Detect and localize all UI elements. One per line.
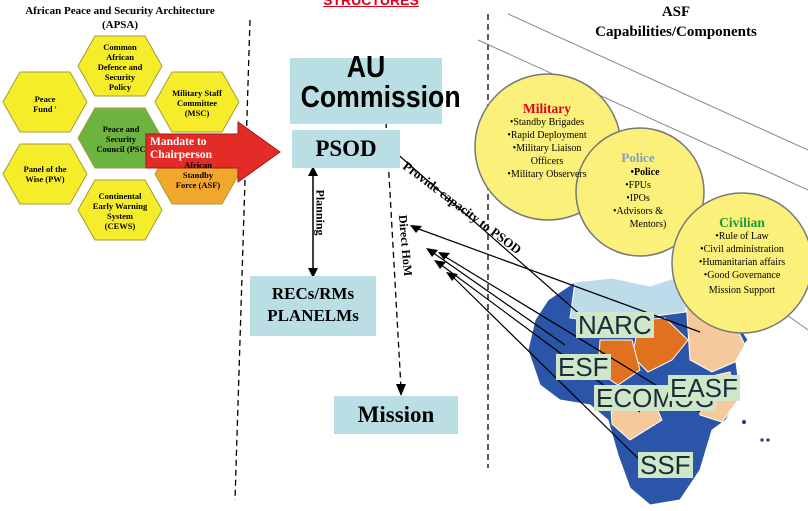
civilian-circle: [671, 192, 808, 334]
diagonal-line-top2: [507, 13, 808, 151]
recs-box: [250, 276, 376, 336]
military-content: Military •Standby Brigades •Rapid Deploy…: [484, 101, 610, 181]
mission-label: Mission: [357, 402, 435, 427]
psod-label: PSOD: [315, 136, 377, 161]
hexagon-peace-fund: [2, 71, 88, 133]
divider-left: [234, 19, 251, 501]
police-title: Police: [621, 150, 655, 165]
region-narc: NARC: [576, 310, 654, 340]
hexagon-psc: [77, 107, 163, 169]
au-commission-box: [290, 58, 442, 124]
hexagon-cews: [77, 179, 163, 241]
hexagon-pw: [2, 143, 88, 205]
police-circle: [575, 127, 705, 257]
structures-title: STRUCTURES: [323, 0, 419, 8]
mission-box: [334, 396, 458, 434]
psod-box: [292, 130, 400, 168]
region-easf: EASF: [668, 373, 740, 403]
planning-label: Planning: [313, 189, 328, 236]
hexagon-msc: [154, 71, 240, 133]
civilian-content: Civilian •Rule of Law •Civil administrat…: [682, 215, 802, 297]
military-title: Military: [523, 101, 571, 116]
hexagon-cadsp: [77, 35, 163, 97]
apsa-title: African Peace and Security Architecture …: [25, 5, 215, 31]
police-content: Police •Police •FPUs •IPOs •Advisors & M…: [586, 150, 690, 231]
diagonal-line-top: [477, 39, 808, 191]
civilian-title: Civilian: [719, 215, 765, 230]
asf-title: ASF Capabilities/Components: [595, 4, 757, 40]
mandate-arrow: [145, 121, 281, 183]
region-esf: ESF: [556, 352, 611, 382]
region-ssf: SSF: [638, 450, 693, 480]
